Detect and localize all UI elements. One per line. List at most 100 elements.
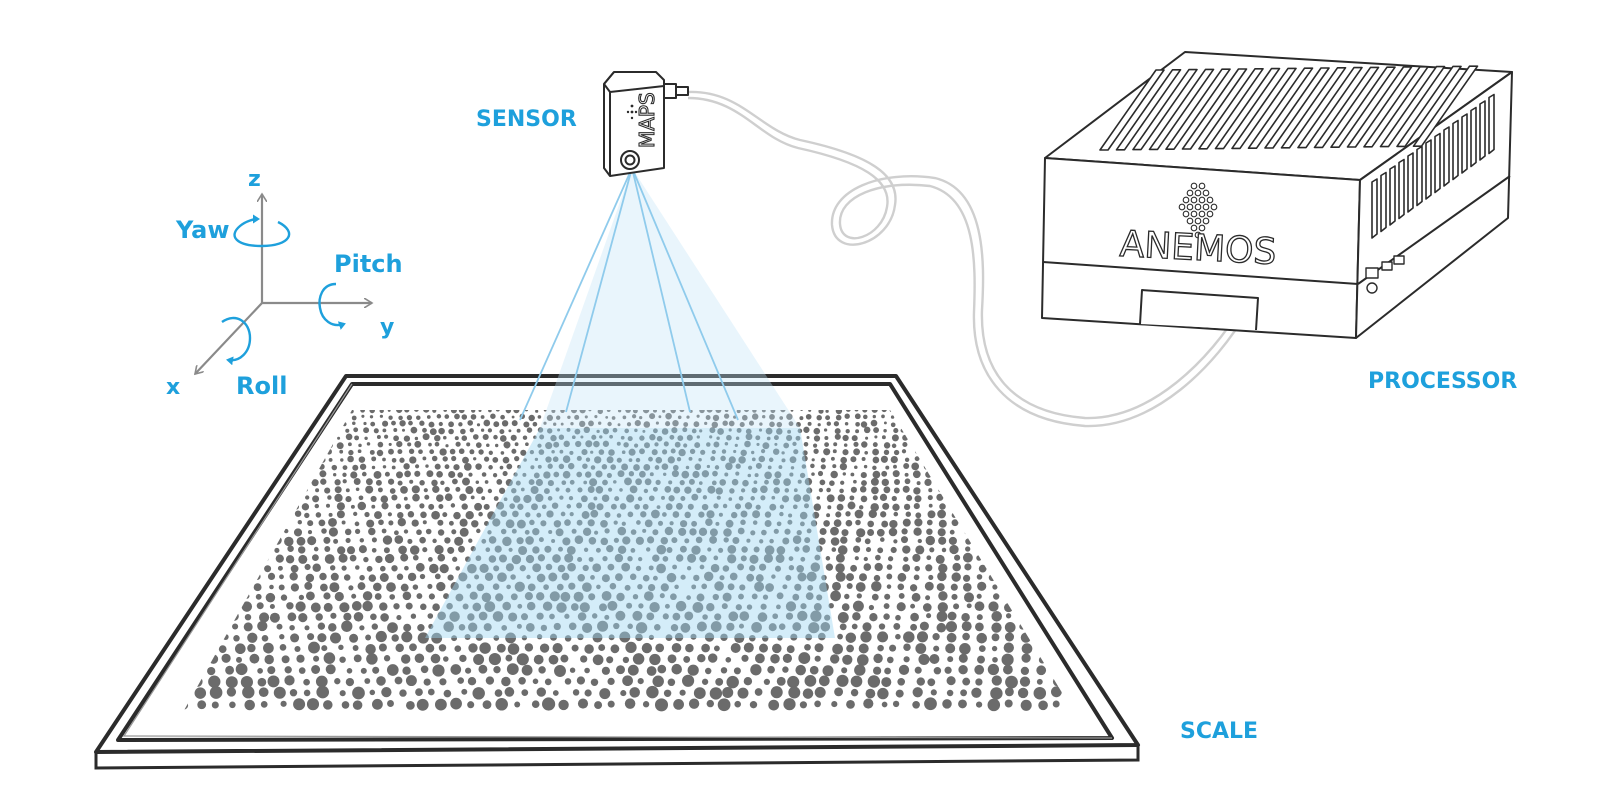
pattern-dot (817, 470, 824, 477)
pattern-dot (442, 456, 448, 462)
pattern-dot (401, 428, 406, 432)
pattern-dot (543, 421, 547, 425)
pattern-dot (358, 456, 366, 463)
pattern-dot (734, 443, 738, 447)
pattern-dot (864, 538, 871, 545)
pattern-dot (582, 527, 592, 536)
pattern-dot (714, 465, 720, 470)
pattern-dot (654, 465, 660, 470)
pattern-dot (401, 631, 413, 643)
pattern-dot (207, 666, 216, 676)
pattern-dot (936, 622, 947, 633)
pattern-dot (732, 537, 740, 544)
pattern-dot (481, 472, 487, 477)
pattern-dot (521, 689, 529, 696)
pattern-dot (566, 427, 571, 432)
pattern-dot (927, 678, 936, 687)
pattern-dot (505, 632, 517, 644)
pattern-dot (836, 674, 849, 687)
vent-slot (1148, 68, 1215, 151)
pattern-dot (642, 503, 649, 510)
pattern-dot (746, 573, 755, 582)
pattern-dot (399, 420, 406, 427)
pattern-dot (359, 538, 365, 543)
pattern-dot (406, 701, 415, 710)
pattern-dot (323, 700, 333, 710)
pattern-dot (381, 528, 387, 534)
pattern-dot (912, 470, 921, 479)
vent-slot (1165, 68, 1231, 150)
pattern-dot (714, 581, 724, 591)
pattern-dot (926, 519, 933, 526)
pattern-dot (991, 633, 1000, 642)
pattern-dot (1051, 686, 1062, 698)
pattern-dot (871, 410, 878, 413)
pattern-dot (687, 553, 697, 563)
pattern-dot (257, 620, 268, 632)
pattern-dot (508, 612, 518, 622)
pattern-dot (459, 654, 467, 663)
pattern-dot (354, 521, 360, 527)
pattern-dot (610, 503, 617, 510)
pattern-dot (912, 700, 920, 709)
pattern-dot (700, 449, 706, 455)
pattern-dot (712, 593, 719, 601)
pattern-dot (243, 622, 253, 632)
pattern-dot (514, 701, 521, 708)
pattern-dot (928, 503, 933, 508)
pattern-dot (925, 564, 933, 572)
pattern-dot (729, 572, 738, 581)
pattern-dot (276, 623, 283, 630)
pattern-dot (962, 552, 973, 563)
pattern-dot (334, 678, 341, 685)
pattern-dot (622, 536, 631, 545)
pattern-dot (235, 663, 248, 676)
pattern-dot (893, 428, 899, 434)
pattern-dot (935, 554, 945, 564)
pattern-dot (845, 429, 850, 434)
pattern-dot (742, 479, 749, 487)
pattern-dot (428, 593, 435, 600)
pattern-dot (863, 563, 872, 571)
pattern-dot (444, 486, 450, 493)
pattern-dot (375, 555, 383, 564)
pattern-dot (720, 667, 728, 674)
pattern-dot (855, 429, 860, 434)
pattern-dot (558, 699, 569, 711)
pattern-dot (355, 487, 360, 492)
pattern-dot (606, 472, 612, 478)
pattern-dot (485, 676, 495, 685)
pattern-dot (304, 563, 311, 571)
pattern-dot (481, 592, 492, 603)
pattern-dot (432, 485, 440, 493)
pattern-dot (567, 562, 576, 572)
pattern-dot (841, 667, 848, 674)
pattern-dot (878, 623, 886, 630)
pattern-dot (696, 487, 702, 494)
pattern-dot (355, 565, 360, 570)
coordinate-axes (195, 194, 372, 374)
vent-slot (1407, 152, 1414, 213)
pattern-dot (704, 421, 708, 426)
pattern-dot (509, 503, 516, 509)
pattern-dot (502, 456, 510, 464)
vent-slot (1330, 66, 1396, 148)
pattern-dot (545, 456, 552, 463)
x-axis (195, 302, 263, 374)
pattern-dot (676, 554, 684, 562)
pattern-dot (693, 421, 700, 428)
pattern-dot (879, 493, 888, 502)
pattern-dot (539, 434, 545, 440)
pattern-dot (914, 518, 923, 527)
pattern-dot (352, 686, 365, 700)
pattern-dot (937, 528, 946, 537)
pattern-dot (505, 654, 513, 662)
pattern-dot (662, 512, 667, 517)
pattern-dot (826, 494, 835, 503)
pattern-dot (861, 480, 867, 487)
pattern-dot (819, 527, 827, 536)
pattern-dot (766, 436, 771, 441)
pattern-dot (294, 645, 301, 653)
pattern-dot (298, 613, 308, 623)
pattern-dot (768, 457, 774, 463)
